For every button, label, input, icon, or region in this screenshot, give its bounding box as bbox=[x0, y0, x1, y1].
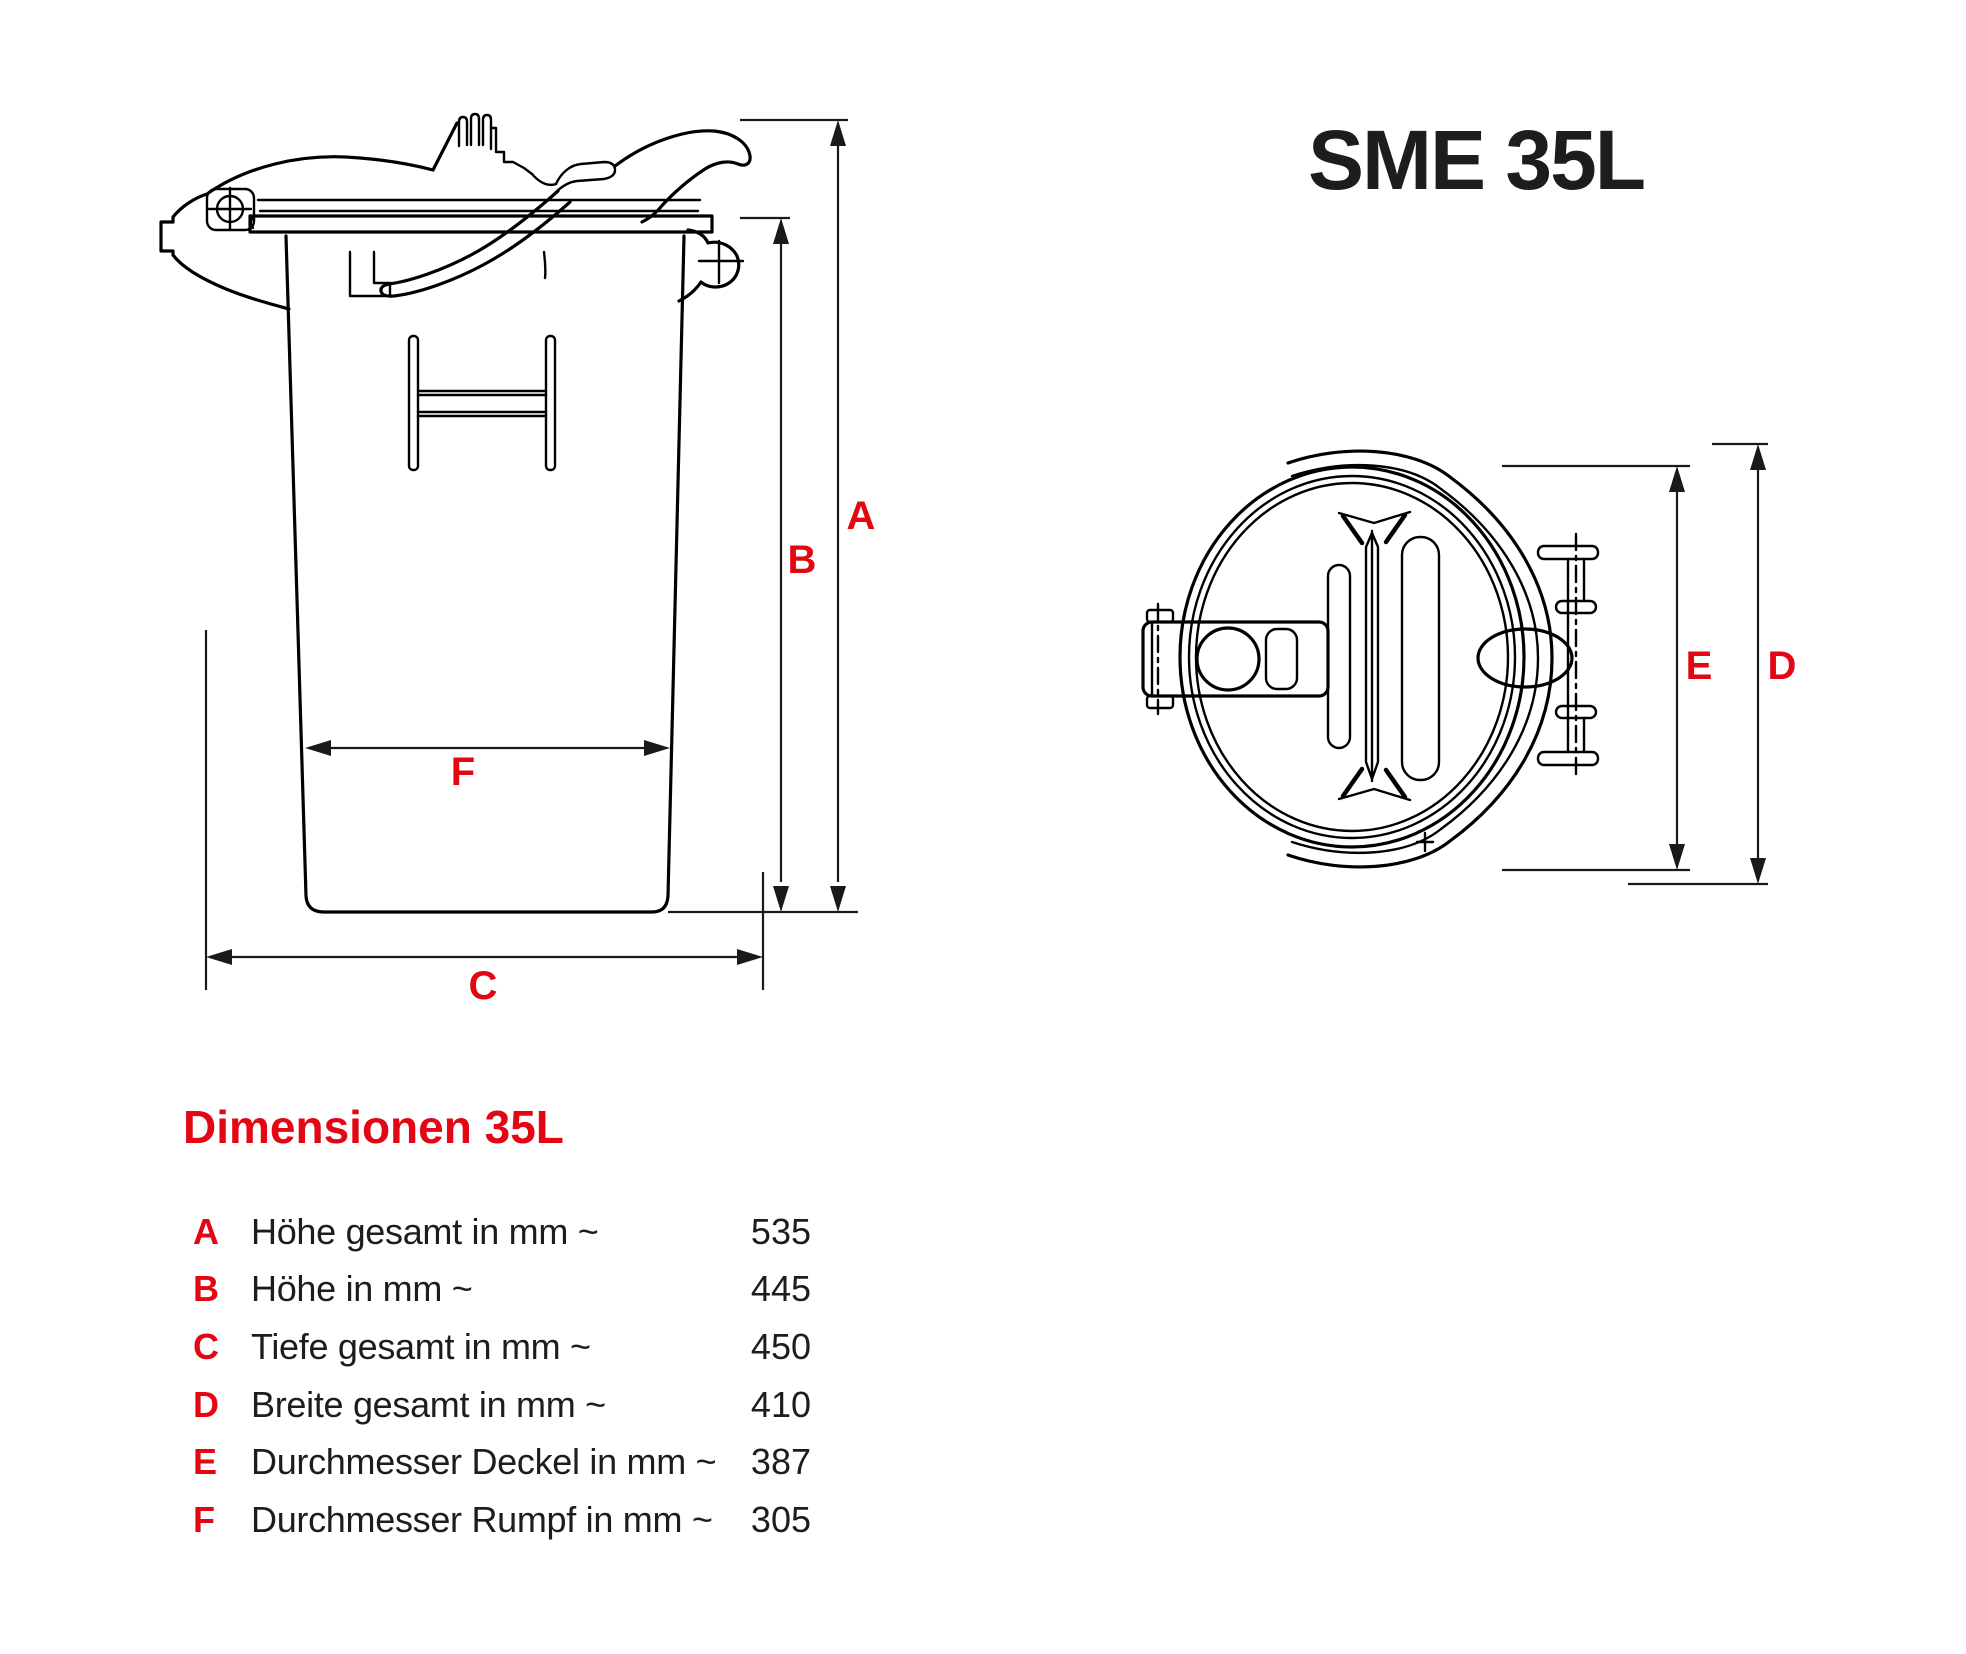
bin-body-outline bbox=[284, 234, 686, 914]
dimension-key: E bbox=[193, 1441, 218, 1483]
top-view-drawing bbox=[1141, 449, 1600, 869]
dimension-value: 410 bbox=[750, 1383, 811, 1425]
grip-oval bbox=[1476, 627, 1574, 689]
dimension-value: 450 bbox=[750, 1325, 811, 1367]
dimension-value: 305 bbox=[750, 1498, 811, 1540]
dimension-key: C bbox=[193, 1325, 219, 1367]
body-handle bbox=[407, 334, 557, 472]
dimension-label-a: A bbox=[847, 494, 876, 538]
table-row: C Tiefe gesamt in mm ~ 450 bbox=[193, 1318, 811, 1376]
table-row: F Durchmesser Rumpf in mm ~ 305 bbox=[193, 1491, 811, 1549]
dimension-key: A bbox=[193, 1210, 219, 1252]
dimension-label: Höhe gesamt in mm ~ bbox=[251, 1210, 599, 1252]
table-row: E Durchmesser Deckel in mm ~ 387 bbox=[193, 1433, 811, 1491]
dimension-line-b bbox=[740, 216, 790, 912]
dimension-label: Durchmesser Deckel in mm ~ bbox=[251, 1441, 717, 1483]
bail-handle-top bbox=[1286, 449, 1554, 869]
bail-handle bbox=[379, 189, 572, 298]
dimension-label: Tiefe gesamt in mm ~ bbox=[251, 1325, 591, 1367]
side-view-drawing bbox=[159, 112, 752, 914]
dimension-lines: A B F C E D bbox=[204, 118, 1797, 1008]
hinge-bracket bbox=[1536, 532, 1600, 780]
dimension-label: Durchmesser Rumpf in mm ~ bbox=[251, 1498, 713, 1540]
dimension-label-f: F bbox=[451, 750, 475, 794]
dimension-value: 445 bbox=[750, 1268, 811, 1310]
lid-ribs bbox=[1326, 510, 1441, 802]
dimension-label-c: C bbox=[469, 964, 498, 1008]
lid-lock-slot bbox=[348, 250, 392, 298]
dimension-value: 387 bbox=[750, 1441, 811, 1483]
dimension-label-d: D bbox=[1768, 644, 1797, 688]
page-title: SME 35L bbox=[1308, 113, 1646, 207]
dimension-line-e bbox=[1502, 464, 1690, 872]
dimension-label-b: B bbox=[788, 538, 817, 582]
dimension-line-f bbox=[305, 740, 670, 756]
dimension-label: Breite gesamt in mm ~ bbox=[251, 1383, 606, 1425]
dimension-label: Höhe in mm ~ bbox=[251, 1268, 473, 1310]
dimension-value: 535 bbox=[750, 1210, 811, 1252]
dimension-line-c bbox=[204, 630, 765, 990]
rear-hinge bbox=[677, 228, 745, 303]
dimension-table: A Höhe gesamt in mm ~ 535 B Höhe in mm ~… bbox=[193, 1203, 811, 1549]
dimension-key: B bbox=[193, 1268, 219, 1310]
latch bbox=[1141, 602, 1330, 716]
lid-outer-rim bbox=[1178, 465, 1526, 849]
table-row: B Höhe in mm ~ 445 bbox=[193, 1261, 811, 1319]
dimension-label-e: E bbox=[1686, 644, 1713, 688]
lid-hook bbox=[613, 129, 752, 224]
dimension-line-a bbox=[740, 118, 848, 912]
pedal-hinge bbox=[159, 186, 291, 311]
table-row: A Höhe gesamt in mm ~ 535 bbox=[193, 1203, 811, 1261]
dimension-key: D bbox=[193, 1383, 219, 1425]
section-heading: Dimensionen 35L bbox=[183, 1101, 564, 1153]
lid-profile bbox=[205, 155, 435, 196]
dimension-key: F bbox=[193, 1498, 215, 1540]
dimension-line-d bbox=[1628, 442, 1768, 886]
table-row: D Breite gesamt in mm ~ 410 bbox=[193, 1376, 811, 1434]
